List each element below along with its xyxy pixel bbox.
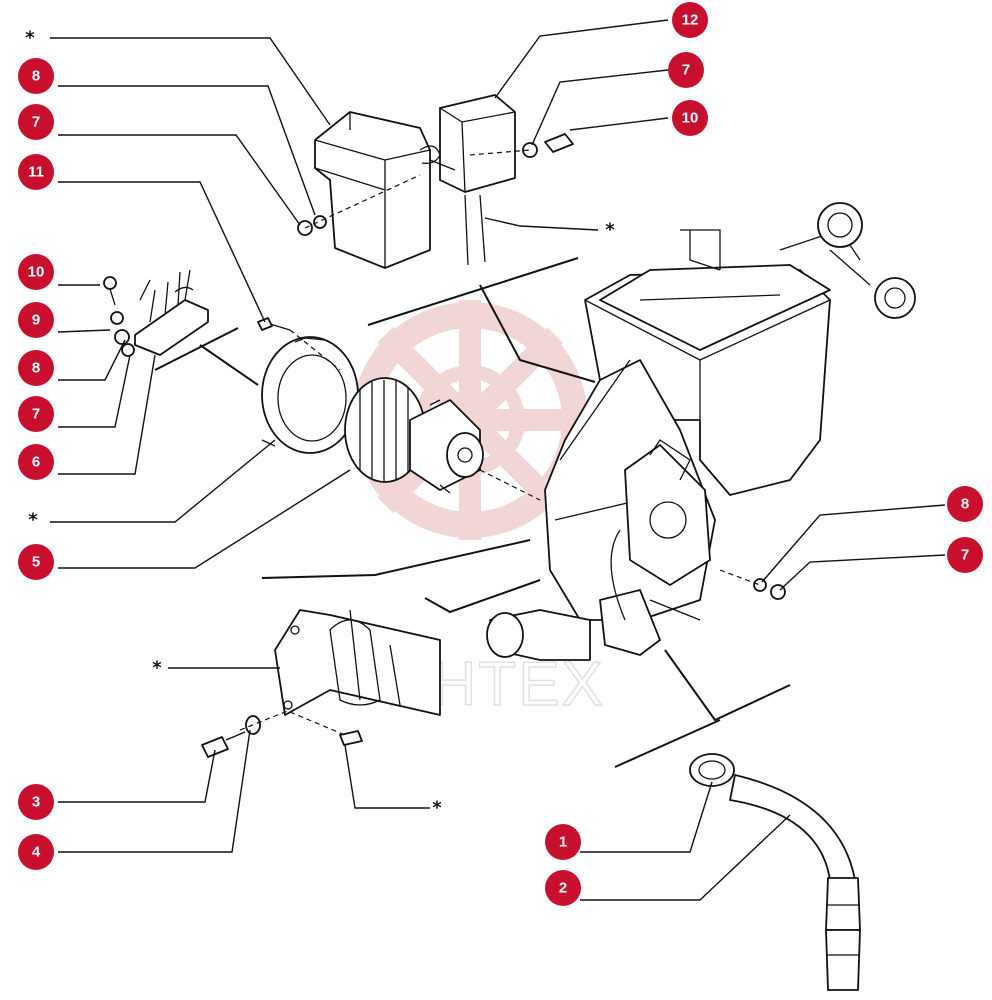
pin-drawing	[339, 730, 363, 746]
callout-5: 5	[18, 544, 54, 580]
burner-body	[486, 202, 916, 661]
asterisk-label-pin: *	[432, 798, 442, 819]
svg-text:8: 8	[32, 360, 40, 377]
callout-3: 3	[18, 784, 54, 820]
nut-washer-top-left	[297, 215, 327, 236]
fan-motor-impeller	[344, 377, 484, 494]
svg-text:12: 12	[682, 12, 699, 29]
svg-text:5: 5	[32, 554, 40, 571]
svg-text:8: 8	[961, 496, 969, 513]
svg-text:1: 1	[559, 834, 567, 851]
svg-text:10: 10	[28, 264, 45, 281]
svg-text:8: 8	[32, 68, 40, 85]
asterisk-label-wires: *	[605, 220, 615, 241]
ignition-box	[314, 111, 441, 269]
callout-1: 1	[545, 824, 581, 860]
callout-8-top-left: 8	[18, 58, 54, 94]
callout-7-top-right: 7	[668, 52, 704, 88]
svg-text:6: 6	[32, 454, 40, 471]
svg-text:4: 4	[32, 844, 41, 861]
callout-10-top-right: 10	[672, 100, 708, 136]
svg-text:9: 9	[32, 312, 40, 329]
callout-9: 9	[18, 302, 54, 338]
asterisk-label-ignition-box: *	[25, 28, 35, 49]
bracket	[274, 609, 441, 716]
hose	[729, 774, 861, 991]
callout-6: 6	[18, 444, 54, 480]
svg-text:10: 10	[682, 110, 699, 127]
svg-text:7: 7	[682, 62, 690, 79]
hose-clamp	[689, 753, 735, 787]
leader-lines	[50, 19, 946, 901]
bolt-and-washer	[201, 715, 261, 758]
callout-10-left: 10	[18, 254, 54, 290]
asterisk-label-housing-ring: *	[28, 510, 38, 531]
callout-11: 11	[18, 154, 54, 190]
callout-7-mid-left: 7	[18, 396, 54, 432]
callout-4: 4	[18, 834, 54, 870]
electrode-block	[103, 269, 209, 357]
assembly-lines	[239, 149, 761, 736]
callout-12: 12	[672, 2, 708, 38]
washer-nut-right	[753, 578, 786, 600]
svg-text:2: 2	[559, 880, 567, 897]
svg-text:7: 7	[961, 547, 969, 564]
svg-text:11: 11	[28, 164, 44, 181]
callout-7-top-left: 7	[18, 104, 54, 140]
screw-11-drawing	[257, 317, 291, 331]
svg-text:7: 7	[32, 114, 40, 131]
callout-8-mid-left: 8	[18, 350, 54, 386]
callout-2: 2	[545, 870, 581, 906]
svg-text:7: 7	[32, 406, 40, 423]
svg-text:3: 3	[32, 794, 40, 811]
asterisk-label-bracket: *	[152, 658, 162, 679]
bracket-lines	[154, 257, 791, 768]
ignition-transformer	[429, 94, 516, 266]
callout-8-right: 8	[947, 486, 983, 522]
nut-screw-top	[522, 133, 574, 158]
callout-7-right: 7	[947, 537, 983, 573]
fan-housing-ring	[261, 336, 359, 454]
